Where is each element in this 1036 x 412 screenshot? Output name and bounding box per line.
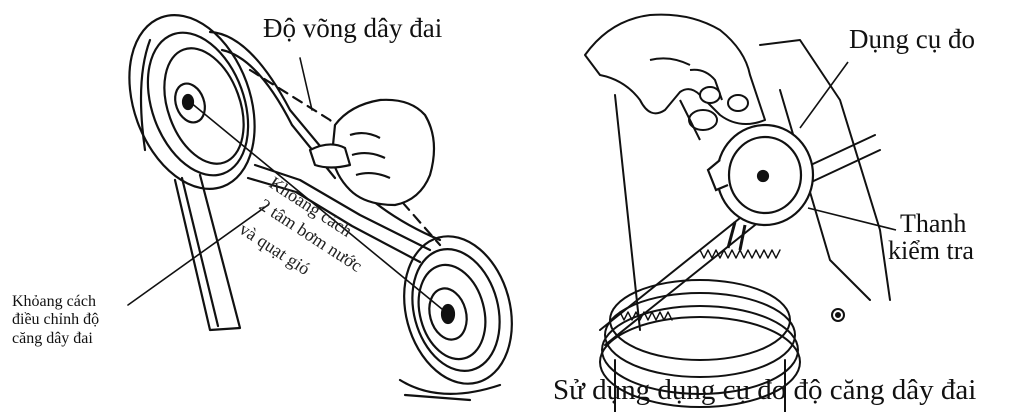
gauge-label: Dụng cụ đo xyxy=(849,25,975,55)
pump-pulley xyxy=(388,224,527,400)
figure-caption: Sử dụng dụng cụ đo độ căng dây đai xyxy=(553,375,976,407)
fist-hand-icon xyxy=(310,100,434,205)
belt-sag-label: Độ võng dây đai xyxy=(263,14,442,44)
adjust-distance-line-1: Khỏang cách xyxy=(12,293,99,311)
check-bar-line-1: Thanh xyxy=(900,210,974,237)
adjust-belt-strap xyxy=(175,175,240,330)
adjust-distance-line-2: điều chỉnh độ xyxy=(12,311,99,329)
pulley-distance-label: Khỏang cách 2 tâm bơm nước và quạt gió xyxy=(236,173,366,279)
adjust-distance-line-3: căng dây đai xyxy=(12,330,99,348)
adjust-distance-label: Khỏang cách điều chỉnh độ căng dây đai xyxy=(12,293,99,348)
check-bar-label: Thanh kiểm tra xyxy=(900,210,974,265)
hand-holding-gauge-icon xyxy=(585,15,765,140)
check-bar-line-2: kiểm tra xyxy=(888,237,974,264)
